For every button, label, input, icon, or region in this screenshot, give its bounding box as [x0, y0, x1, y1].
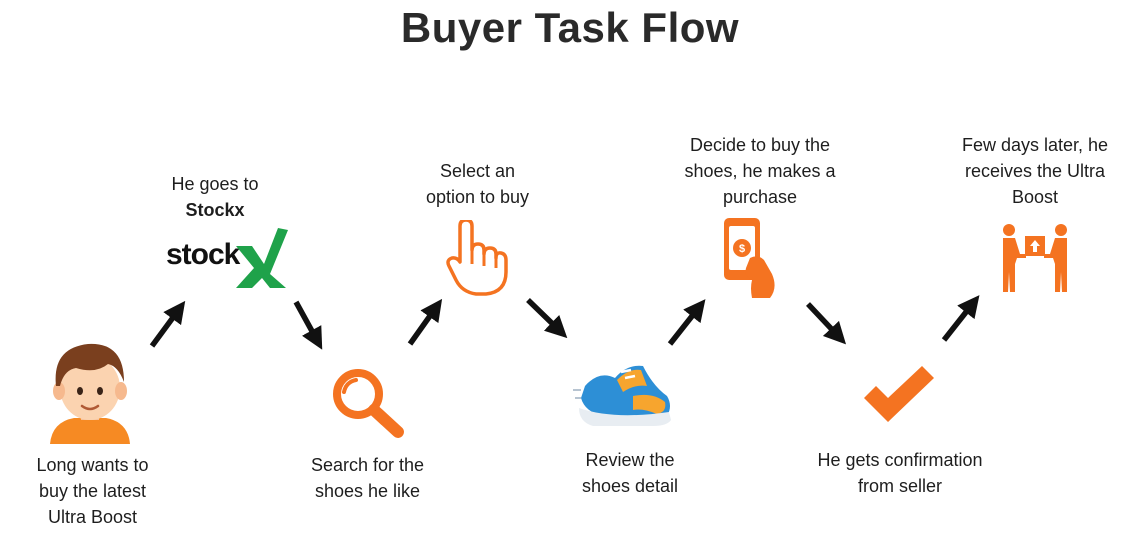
page-title: Buyer Task Flow — [400, 4, 740, 51]
step-8-line-2: receives the Ultra — [964, 161, 1106, 181]
step-6-line-2: shoes, he makes a — [684, 161, 836, 181]
arrow-1 — [149, 300, 186, 348]
person-avatar-icon — [50, 343, 130, 444]
step-1-label: Long wants to buy the latest Ultra Boost — [20, 452, 165, 530]
arrow-2 — [293, 300, 323, 350]
step-8-label: Few days later, he receives the Ultra Bo… — [950, 132, 1120, 210]
step-3-line-2: shoes he like — [314, 481, 421, 501]
step-8-line-1: Few days later, he — [961, 135, 1109, 155]
arrow-6 — [805, 302, 847, 345]
step-8-line-3: Boost — [1011, 187, 1059, 207]
arrow-4 — [526, 298, 568, 339]
step-3-label: Search for the shoes he like — [290, 452, 445, 504]
step-1-line-1: Long wants to — [36, 455, 149, 475]
arrow-5 — [667, 299, 706, 346]
step-7-line-2: from seller — [857, 476, 942, 496]
arrow-3 — [407, 298, 443, 346]
step-2-line-1: He goes to — [171, 174, 259, 194]
phone-payment-icon: $ — [724, 218, 775, 298]
step-2-label: He goes to Stockx — [140, 171, 290, 223]
step-6-label: Decide to buy the shoes, he makes a purc… — [670, 132, 850, 210]
package-delivery-icon — [1003, 224, 1067, 292]
step-3-line-1: Search for the — [310, 455, 425, 475]
stockx-x-mark — [236, 228, 288, 288]
step-4-line-1: Select an — [439, 161, 516, 181]
pointing-hand-icon — [446, 220, 508, 296]
checkmark-icon — [864, 366, 934, 422]
step-7-line-1: He gets confirmation — [817, 450, 983, 470]
step-5-line-2: shoes detail — [581, 476, 679, 496]
step-4-label: Select an option to buy — [400, 158, 555, 210]
sneaker-icon — [573, 365, 671, 426]
step-5-line-1: Review the — [585, 450, 675, 470]
step-1-line-2: buy the latest — [38, 481, 147, 501]
step-6-line-3: purchase — [722, 187, 798, 207]
step-2-bold-line: Stockx — [185, 200, 245, 220]
stockx-logo: stock — [164, 226, 294, 288]
svg-text:$: $ — [739, 243, 745, 255]
step-6-line-1: Decide to buy the — [689, 135, 831, 155]
stockx-logo-text: stock — [166, 238, 240, 271]
step-7-label: He gets confirmation from seller — [800, 447, 1000, 499]
magnifier-icon — [333, 369, 404, 438]
step-5-label: Review the shoes detail — [560, 447, 700, 499]
arrow-7 — [941, 295, 980, 342]
step-4-line-2: option to buy — [425, 187, 530, 207]
step-1-line-3: Ultra Boost — [47, 507, 138, 527]
